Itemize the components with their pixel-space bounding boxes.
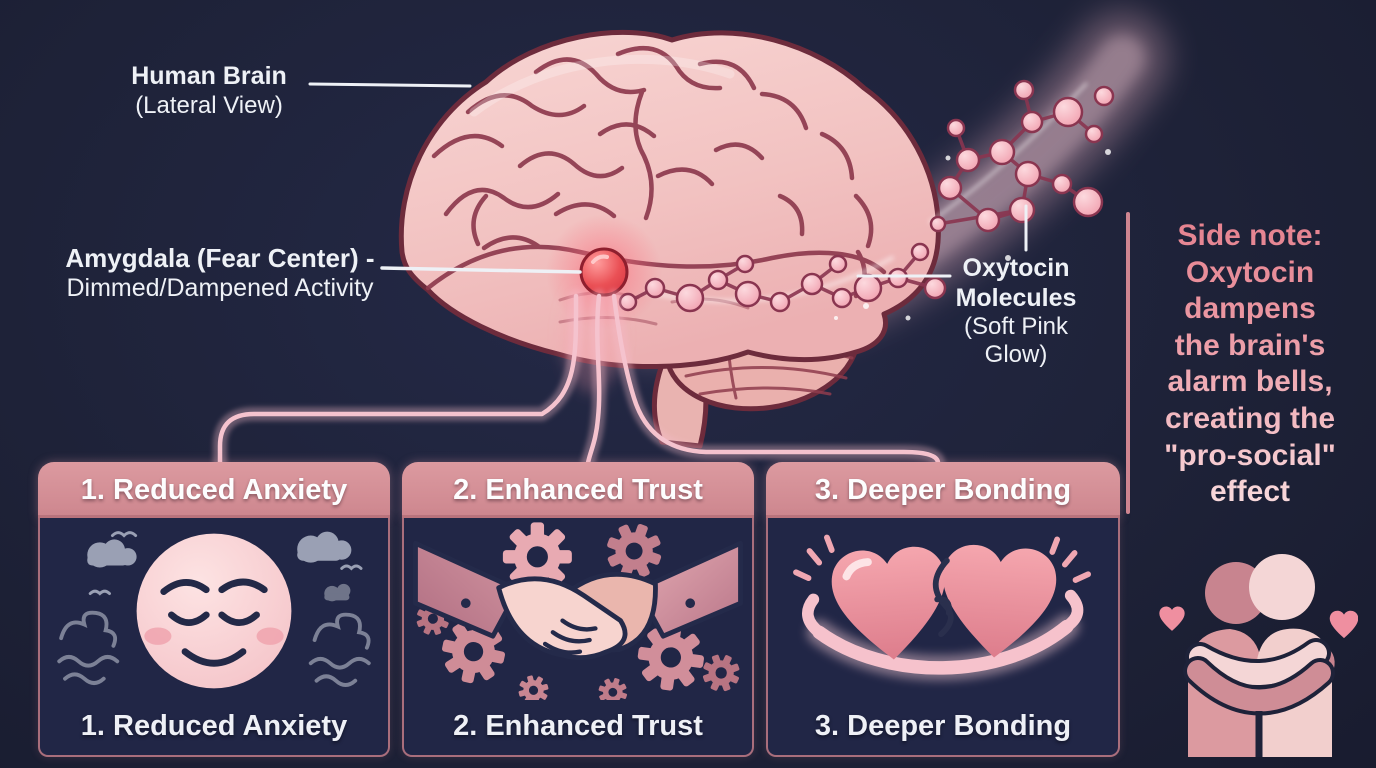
oxytocin-molecules-graphic bbox=[618, 79, 1115, 321]
card-reduced-anxiety-body: 1. Reduced Anxiety bbox=[38, 518, 390, 757]
oxytocin-label-line4: Glow) bbox=[984, 341, 1048, 369]
linked-hearts-icon bbox=[793, 534, 1092, 681]
oxytocin-label-line1: Oxytocin bbox=[962, 254, 1070, 282]
sparkle-icon bbox=[793, 534, 1092, 583]
amygdala-label-line2: Dimmed/Dampened Activity bbox=[66, 273, 374, 302]
side-note-line: dampens bbox=[1184, 292, 1316, 326]
card-reduced-anxiety: 1. Reduced Anxiety bbox=[38, 462, 390, 757]
cloud-icon bbox=[87, 531, 352, 602]
card-header-label: 3. Deeper Bonding bbox=[814, 473, 1072, 506]
card-header-label: 2. Enhanced Trust bbox=[453, 473, 703, 506]
side-note-line: creating the bbox=[1164, 401, 1336, 435]
connector-lines bbox=[213, 289, 945, 470]
waves-icon bbox=[57, 610, 371, 687]
card-enhanced-trust: 2. Enhanced Trust bbox=[402, 462, 754, 757]
human-brain-label: Human Brain (Lateral View) bbox=[104, 62, 314, 120]
card-header-label: 1. Reduced Anxiety bbox=[80, 473, 348, 506]
card-caption: 1. Reduced Anxiety bbox=[80, 710, 348, 742]
oxytocin-label-line3: (Soft Pink bbox=[963, 313, 1069, 340]
amygdala-label-line1: Amygdala (Fear Center) - bbox=[65, 243, 375, 273]
bird-icon bbox=[88, 531, 363, 596]
card-caption: 2. Enhanced Trust bbox=[453, 710, 703, 742]
side-note-line: effect bbox=[1209, 475, 1291, 509]
card-enhanced-trust-header: 2. Enhanced Trust bbox=[402, 462, 754, 518]
card-deeper-bonding: 3. Deeper Bonding bbox=[766, 462, 1120, 757]
oxytocin-label-line2: Molecules bbox=[955, 283, 1077, 312]
calm-face-icon bbox=[57, 531, 371, 689]
side-note-line: Side note: bbox=[1177, 219, 1323, 252]
card-caption: 3. Deeper Bonding bbox=[814, 710, 1072, 742]
side-note-line: Oxytocin bbox=[1185, 255, 1315, 289]
side-note-line: "pro-social" bbox=[1164, 438, 1336, 472]
heart-icon bbox=[1159, 606, 1358, 639]
amygdala-label: Amygdala (Fear Center) - Dimmed/Dampened… bbox=[52, 243, 388, 303]
card-deeper-bonding-header: 3. Deeper Bonding bbox=[766, 462, 1120, 518]
card-enhanced-trust-body: 2. Enhanced Trust bbox=[402, 518, 754, 757]
heart-icon bbox=[831, 544, 1057, 660]
hugging-figures-icon bbox=[1159, 554, 1358, 757]
side-note-line: the brain's bbox=[1174, 328, 1326, 362]
handshake-gears-icon bbox=[410, 522, 746, 700]
card-deeper-bonding-body: 3. Deeper Bonding bbox=[766, 518, 1120, 757]
side-note: Side note: Oxytocin dampens the brain's … bbox=[1140, 218, 1360, 511]
side-note-line: alarm bells, bbox=[1167, 365, 1333, 399]
human-brain-subtitle: (Lateral View) bbox=[135, 91, 283, 119]
oxytocin-label: Oxytocin Molecules (Soft Pink Glow) bbox=[940, 254, 1092, 370]
card-reduced-anxiety-header: 1. Reduced Anxiety bbox=[38, 462, 390, 518]
leader-lines bbox=[308, 82, 1028, 278]
human-brain-title: Human Brain bbox=[131, 62, 287, 90]
side-note-divider bbox=[1126, 212, 1130, 514]
